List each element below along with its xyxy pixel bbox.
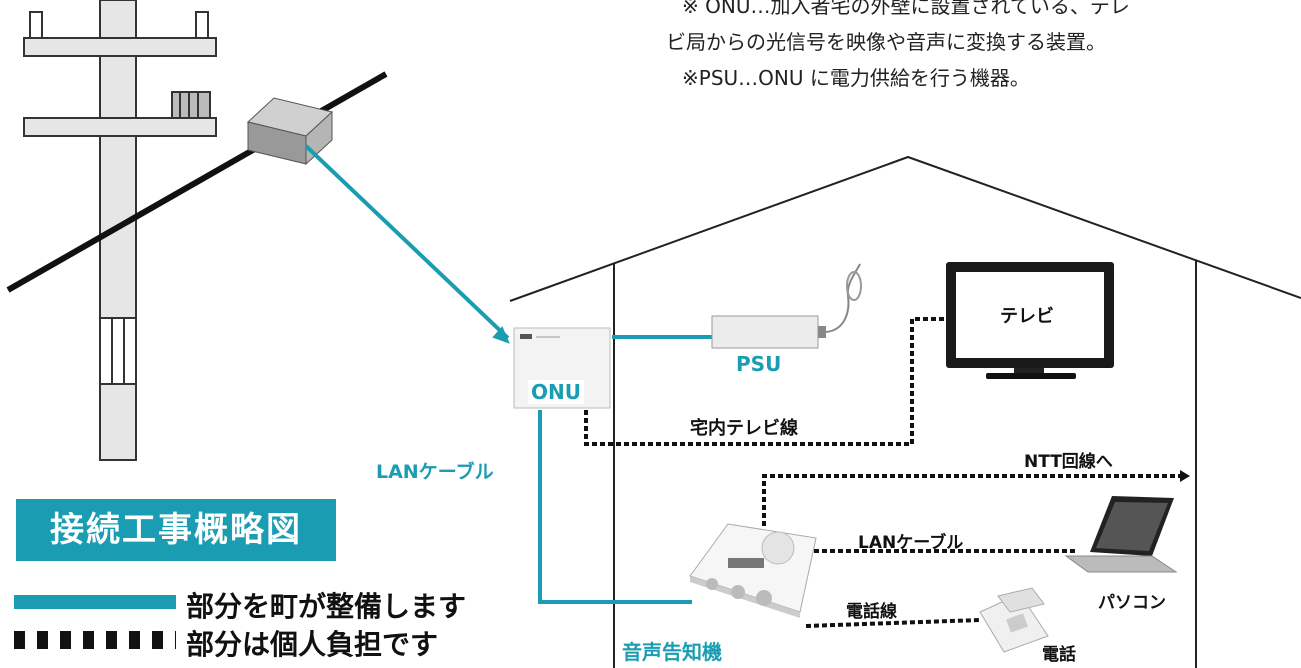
telephone-line-label: 電話線: [846, 602, 897, 622]
laptop-icon: [1064, 496, 1178, 573]
town-cables: [304, 144, 712, 604]
television-icon: [946, 262, 1114, 379]
onu-label: ONU: [528, 380, 584, 404]
audio-announcer-icon: [689, 523, 817, 618]
legend-dotted-text: 部分は個人負担です: [186, 628, 439, 661]
personal-cables: [584, 317, 1180, 628]
legend-solid-text: 部分を町が整備します: [186, 590, 467, 623]
announcer-label: 音声告知機: [622, 640, 722, 664]
telephone-icon: [979, 587, 1049, 653]
house-outline: [509, 155, 1301, 668]
psu-note: ※PSU…ONU に電力供給を行う機器。: [682, 66, 1030, 90]
onu-note-line1: ※ ONU…加入者宅の外壁に設置されている、テレ: [682, 0, 1130, 18]
closure-box-icon: [246, 97, 334, 166]
utility-pole-icon: [23, 0, 217, 461]
lan-cable-indoor-label: LANケーブル: [858, 533, 964, 553]
pc-label: パソコン: [1098, 593, 1166, 613]
telephone-label: 電話: [1042, 645, 1076, 665]
ntt-arrow-head: [1180, 470, 1190, 482]
indoor-tv-line-label: 宅内テレビ線: [690, 418, 798, 439]
ntt-line-label: NTT回線へ: [1024, 452, 1113, 472]
transformer-icon: [171, 91, 211, 119]
lan-cable-outdoor-label: LANケーブル: [376, 461, 494, 483]
psu-label: PSU: [736, 352, 782, 376]
onu-note-line2: ビ局からの光信号を映像や音声に変換する装置。: [666, 30, 1106, 54]
psu-device-icon: [711, 263, 862, 349]
diagram-title: 接続工事概略図: [16, 499, 336, 561]
tv-label: テレビ: [1000, 306, 1054, 327]
